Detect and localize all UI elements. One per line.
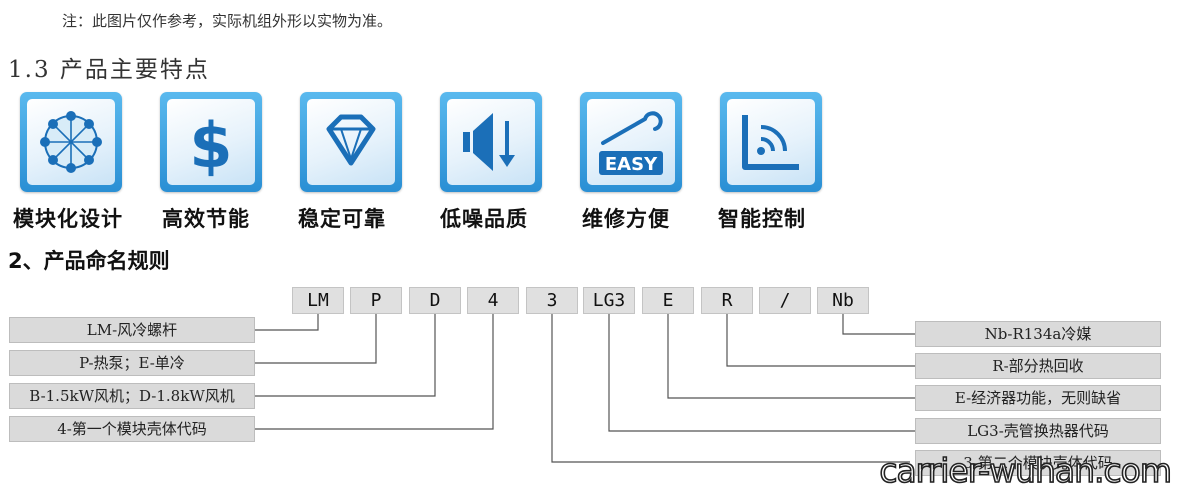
- code-box-r: R: [701, 287, 753, 314]
- feature-label-modular: 模块化设计: [13, 207, 123, 231]
- desc-4: 4-第一个模块壳体代码: [9, 416, 255, 442]
- code-box-d: D: [409, 287, 461, 314]
- feature-label-reliability: 稳定可靠: [298, 207, 386, 231]
- code-box-e: E: [642, 287, 694, 314]
- section-title-naming: 2、产品命名规则: [8, 249, 170, 273]
- desc-p: P-热泵；E-单冷: [9, 350, 255, 376]
- feature-label-maintenance: 维修方便: [582, 207, 670, 231]
- feature-tile-reliability: [300, 92, 402, 192]
- desc-lg3: LG3-壳管换热器代码: [915, 418, 1161, 444]
- desc-3: 3-第二个模块壳体代码: [915, 450, 1161, 476]
- modular-network-icon: [40, 111, 102, 173]
- code-box-lm: LM: [292, 287, 344, 314]
- feature-tile-smart-control: [720, 92, 822, 192]
- watermark: carrier-wuhan.com: [879, 450, 1173, 491]
- feature-tile-modular: [20, 92, 122, 192]
- dollar-sign-icon: $: [189, 109, 232, 182]
- code-box-3: 3: [526, 287, 578, 314]
- easy-text: EASY: [605, 154, 658, 175]
- code-box-lg3: LG3: [583, 287, 635, 314]
- desc-d: B-1.5kW风机；D-1.8kW风机: [9, 383, 255, 409]
- wrench-easy-icon: EASY: [599, 111, 663, 175]
- desc-e: E-经济器功能，无则缺省: [915, 385, 1161, 411]
- feature-tile-low-noise: [440, 92, 542, 192]
- feature-label-smart-control: 智能控制: [718, 207, 806, 231]
- feature-tile-efficiency: $: [160, 92, 262, 192]
- code-box-4: 4: [467, 287, 519, 314]
- feature-label-low-noise: 低噪品质: [440, 207, 528, 231]
- code-box-slash: /: [759, 287, 811, 314]
- code-box-nb: Nb: [817, 287, 869, 314]
- desc-nb: Nb-R134a冷媒: [915, 321, 1161, 347]
- desc-r: R-部分热回收: [915, 353, 1161, 379]
- speaker-volume-down-icon: [463, 113, 515, 171]
- diamond-icon: [326, 114, 376, 166]
- wireless-signal-icon: [742, 115, 799, 170]
- feature-tile-maintenance: EASY: [580, 92, 682, 192]
- svg-text:$: $: [189, 109, 232, 182]
- desc-lm: LM-风冷螺杆: [9, 317, 255, 343]
- image-disclaimer-note: 注：此图片仅作参考，实际机组外形以实物为准。: [62, 12, 393, 30]
- code-box-p: P: [350, 287, 402, 314]
- section-title-features: 1.3 产品主要特点: [8, 57, 210, 83]
- feature-label-efficiency: 高效节能: [162, 207, 250, 231]
